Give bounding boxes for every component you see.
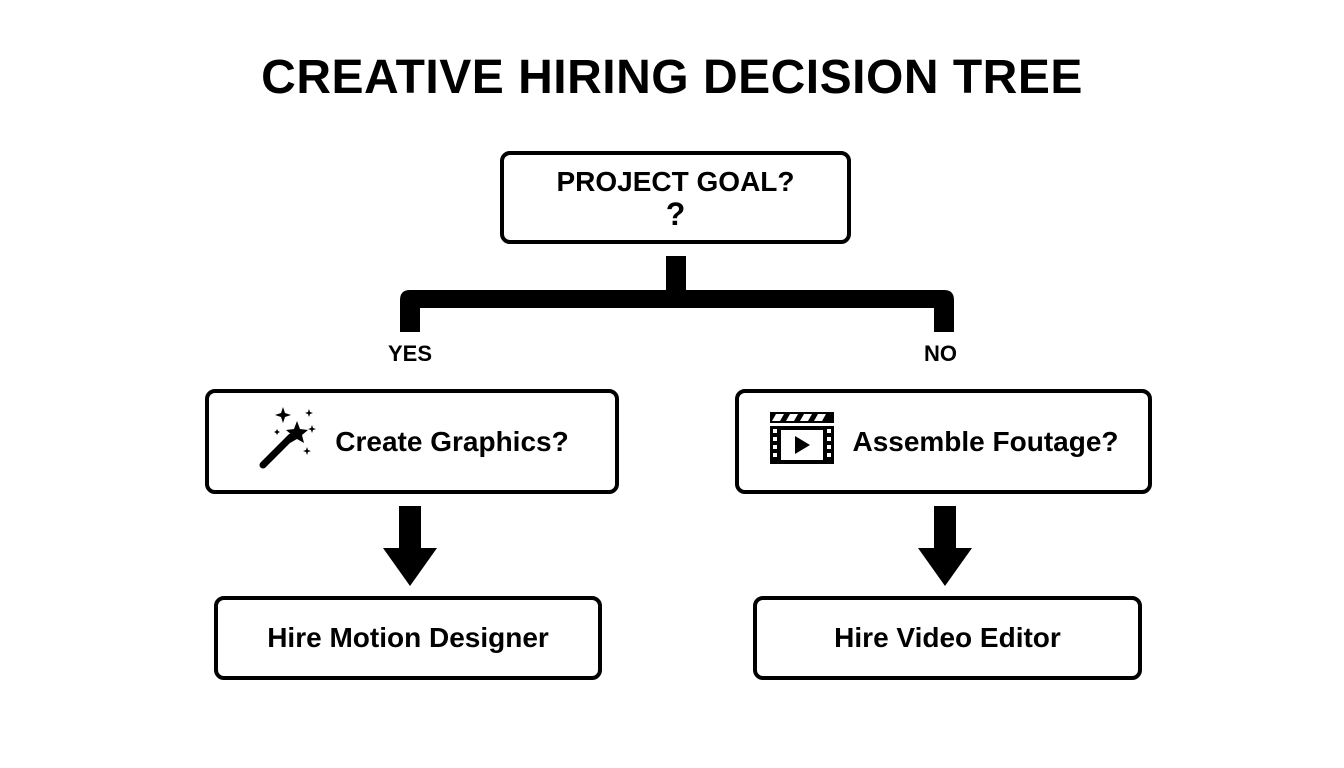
root-question-box: PROJECT GOAL? ? [500,151,851,244]
branch-bar [400,290,954,332]
left-down-arrow [383,506,437,586]
hire-video-editor-box: Hire Video Editor [753,596,1142,680]
create-graphics-box: Create Graphics? [205,389,619,494]
create-graphics-label: Create Graphics? [335,425,569,457]
root-question-label: PROJECT GOAL? [556,165,795,197]
no-label: NO [924,341,957,366]
yes-label: YES [388,341,433,366]
diagram-title: CREATIVE HIRING DECISION TREE [261,51,1083,104]
hire-motion-designer-box: Hire Motion Designer [214,596,602,680]
magic-wand-icon [255,403,319,480]
hire-video-editor-label: Hire Video Editor [834,622,1061,653]
assemble-footage-box: Assemble Foutage? [735,389,1152,494]
question-mark-icon: ? [665,195,686,232]
film-clapper-icon [768,410,836,473]
right-down-arrow [918,506,972,586]
assemble-footage-label: Assemble Foutage? [852,425,1119,457]
hire-motion-designer-label: Hire Motion Designer [267,622,549,653]
root-stem [666,256,686,298]
